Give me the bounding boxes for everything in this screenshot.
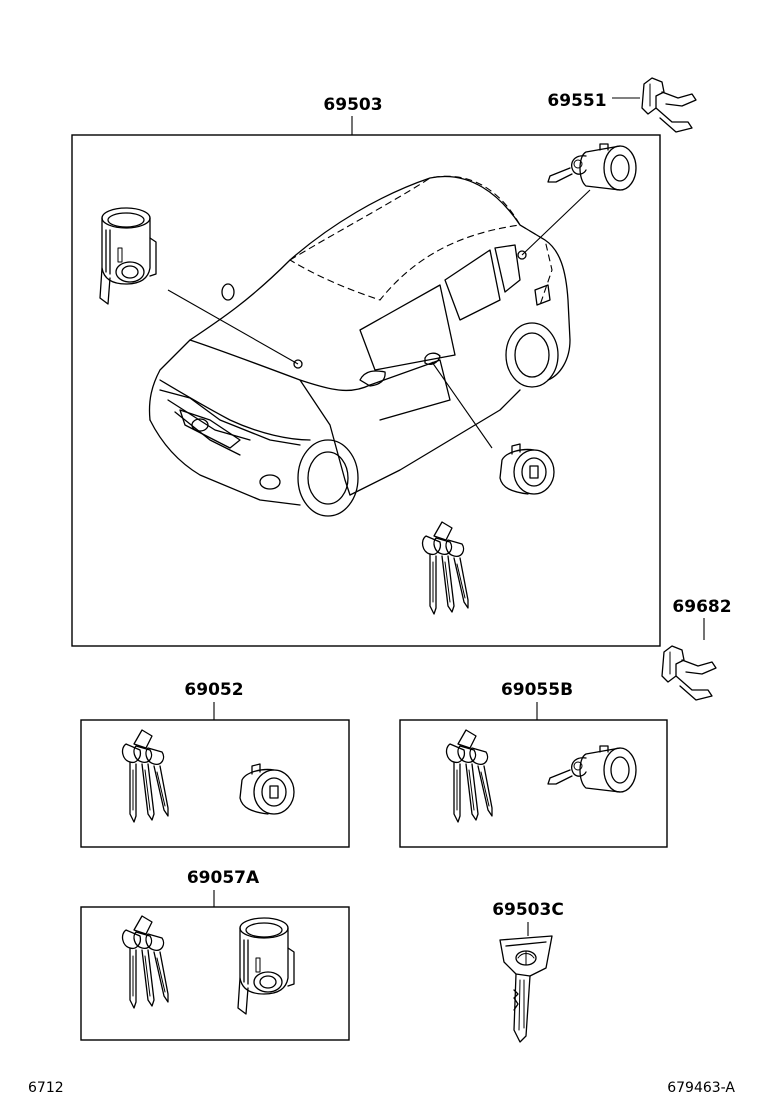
lock-cylinder-icon [237, 917, 295, 1015]
retainer-clip-icon [641, 77, 697, 133]
kit-box-69503 [71, 134, 661, 647]
pointer-door-lock [431, 361, 493, 449]
key-icon [121, 915, 169, 1009]
kit-box-69057a [80, 906, 350, 1041]
retainer-clip-icon [661, 645, 717, 701]
car-outline-icon [148, 175, 571, 517]
key-icon [121, 729, 169, 823]
part-label-69057a: 69057A [187, 868, 260, 888]
key-icon [445, 729, 493, 823]
kit-box-69055b [399, 719, 668, 848]
key-icon [421, 521, 469, 615]
part-label-69055b: 69055B [501, 680, 573, 700]
lock-cylinder-icon [547, 745, 637, 793]
footer-left-code: 6712 [28, 1080, 64, 1096]
lock-cylinder-icon [239, 763, 295, 815]
part-label-69682: 69682 [672, 597, 731, 617]
lock-cylinder-icon [99, 207, 157, 305]
part-label-69551: 69551 [547, 91, 606, 111]
part-label-69052: 69052 [184, 680, 243, 700]
lock-cylinder-icon [547, 143, 637, 191]
key-icon [499, 935, 553, 1043]
part-label-69503c: 69503C [492, 900, 564, 920]
kit-box-69052 [80, 719, 350, 848]
lock-cylinder-icon [499, 443, 555, 495]
footer-right-code: 679463-A [667, 1080, 735, 1096]
part-label-69503: 69503 [323, 95, 382, 115]
pointer-hood-lock [167, 289, 299, 365]
pointer-back-door-lock [521, 189, 591, 256]
